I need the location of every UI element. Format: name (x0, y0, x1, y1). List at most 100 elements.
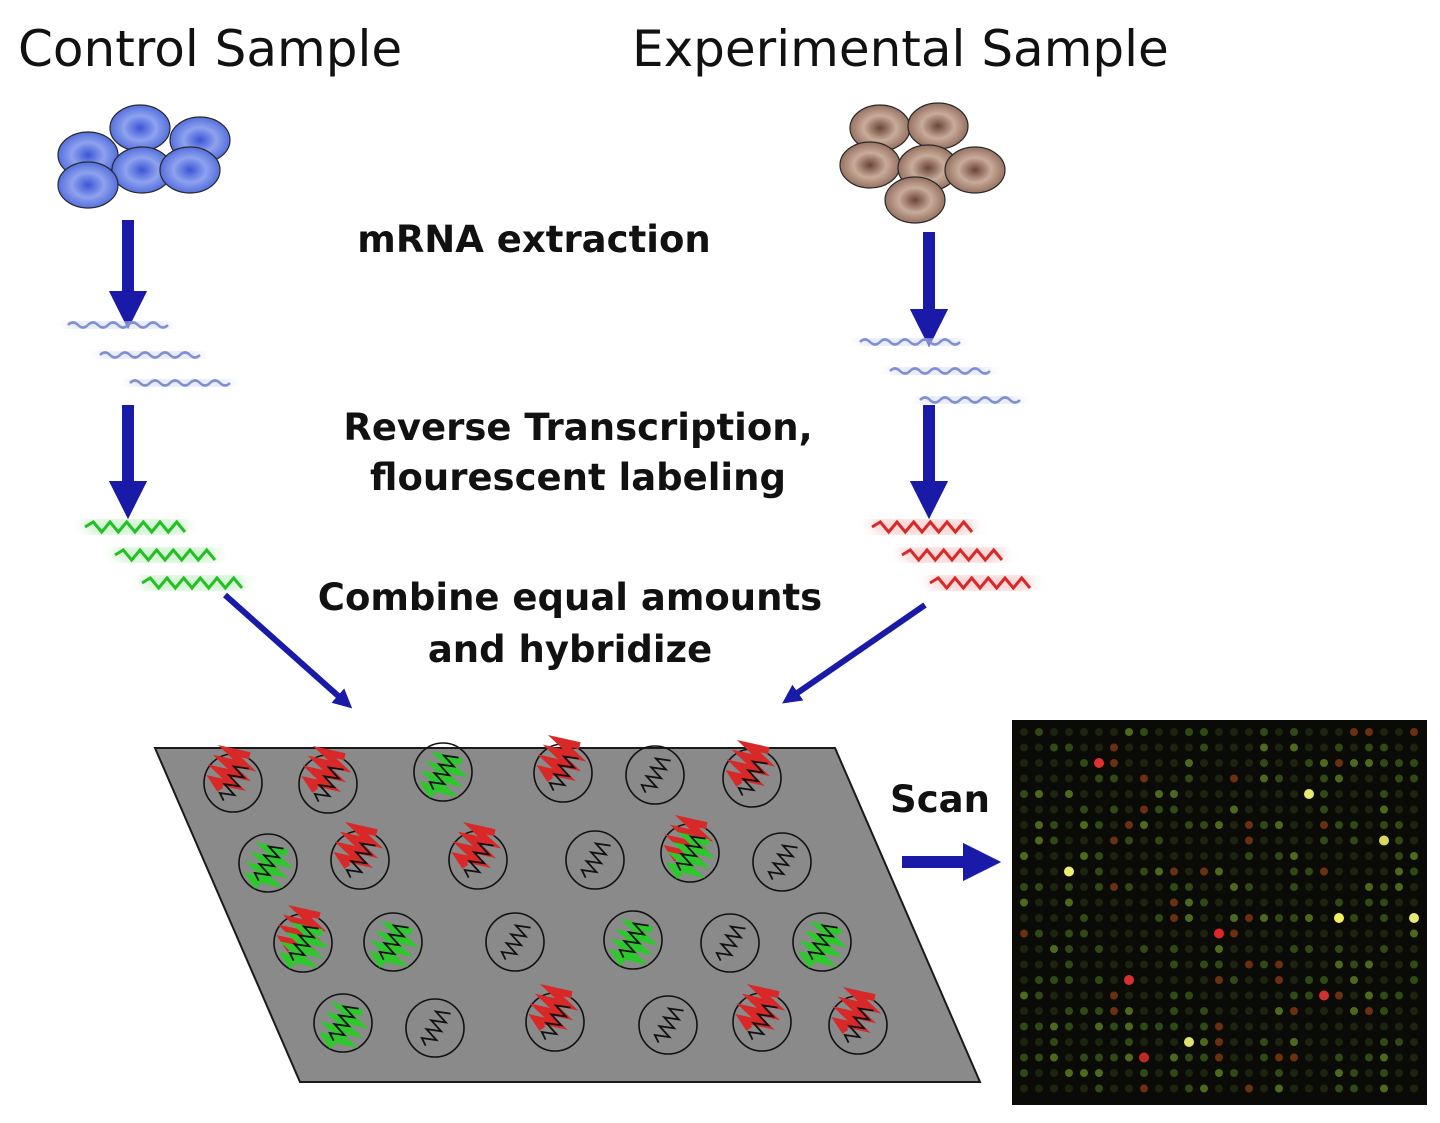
scan-dot (1170, 821, 1178, 829)
scan-dot (1260, 836, 1268, 845)
scan-dot (1215, 991, 1223, 1000)
scan-dot (1170, 945, 1178, 953)
scan-dot (1260, 929, 1268, 938)
scan-dot (1155, 1069, 1163, 1077)
scan-dot (1290, 743, 1298, 752)
blue-cell-cluster-icon (57, 104, 231, 209)
array-spot-13 (363, 912, 423, 972)
scan-dot (1275, 852, 1283, 860)
scan-dot (1350, 883, 1358, 891)
scan-dot (1275, 774, 1283, 783)
scan-dot (1020, 1038, 1028, 1046)
scan-dot (1125, 1038, 1133, 1046)
scan-dot (1170, 759, 1178, 767)
scan-dot (1230, 790, 1238, 798)
scan-dot (1245, 867, 1253, 876)
scan-dot (1125, 1084, 1133, 1093)
scan-dot (1110, 728, 1118, 736)
scan-dot (1035, 1022, 1043, 1031)
scan-dot (1335, 1084, 1343, 1093)
scan-dot (1155, 743, 1163, 752)
scan-dot (1185, 821, 1193, 829)
scan-dot (1140, 867, 1148, 876)
scan-dot (1395, 774, 1403, 783)
scan-dot (1260, 898, 1268, 907)
scan-dot (1365, 774, 1373, 783)
scan-dot (1260, 774, 1268, 783)
scan-dot (1065, 1007, 1073, 1015)
scan-dot (1140, 883, 1148, 891)
scan-dot (1215, 898, 1223, 907)
scan-dot (1380, 898, 1388, 907)
scan-dot (1035, 836, 1043, 845)
scan-dot (1350, 1084, 1358, 1093)
labeled-strand-2 (141, 575, 244, 591)
array-spot-14 (485, 912, 545, 972)
scan-dot (1245, 1069, 1253, 1077)
scan-dot (1395, 1069, 1403, 1077)
array-spot-3 (533, 734, 593, 803)
scan-dot (1410, 991, 1418, 1000)
scan-dot (1080, 960, 1088, 969)
scan-dot (1200, 728, 1208, 736)
scan-dot (1020, 945, 1028, 953)
scan-dot (1230, 867, 1238, 876)
scan-dot (1095, 883, 1103, 891)
scan-dot (1110, 945, 1118, 953)
scan-dot (1185, 774, 1193, 783)
scan-dot (1110, 774, 1118, 783)
scan-dot (1215, 976, 1223, 984)
scan-dot (1050, 852, 1058, 860)
scan-dot (1365, 1007, 1373, 1015)
scan-dot (1155, 960, 1163, 969)
scan-dot (1410, 1038, 1418, 1046)
scan-dot (1185, 991, 1193, 1000)
scan-dot (1184, 1037, 1194, 1047)
scan-dot (1124, 975, 1134, 985)
scan-dot (1065, 836, 1073, 845)
scan-dot (1125, 1069, 1133, 1077)
scan-dot (1380, 1069, 1388, 1077)
scan-dot (1170, 1038, 1178, 1046)
mrna-strand-0 (67, 321, 169, 329)
scan-dot (1230, 883, 1238, 891)
scan-dot (1290, 821, 1298, 829)
scan-dot (1095, 774, 1103, 783)
array-spot-8 (448, 821, 508, 890)
scan-dot (1365, 914, 1373, 922)
scan-dot (1200, 960, 1208, 969)
scan-dot (1110, 1053, 1118, 1062)
scan-dot (1185, 1007, 1193, 1015)
scan-dot (1065, 805, 1073, 814)
hybridize-arrow-experimental (782, 602, 927, 704)
scan-dot (1185, 976, 1193, 984)
scan-dot (1290, 774, 1298, 783)
scan-dot (1230, 805, 1238, 814)
scan-dot (1305, 929, 1313, 938)
scan-dot (1365, 1053, 1373, 1062)
scan-dot (1245, 728, 1253, 736)
scan-dot (1365, 790, 1373, 798)
scan-dot (1320, 1069, 1328, 1077)
scan-dot (1350, 805, 1358, 814)
scan-dot (1320, 728, 1328, 736)
array-spot-18 (313, 993, 373, 1053)
scan-dot (1125, 759, 1133, 767)
scan-dot (1035, 1038, 1043, 1046)
array-spot-7 (330, 821, 390, 890)
scan-dot (1395, 914, 1403, 922)
scan-dot (1335, 852, 1343, 860)
scan-dot (1020, 976, 1028, 984)
scan-dot (1380, 852, 1388, 860)
scan-dot (1275, 821, 1283, 829)
scan-dot (1395, 960, 1403, 969)
array-spot-1 (298, 745, 358, 814)
scan-dot (1230, 1053, 1238, 1062)
scan-dot (1125, 960, 1133, 969)
scan-dot (1170, 1053, 1178, 1062)
scan-dot (1140, 1084, 1148, 1093)
scan-dot (1230, 852, 1238, 860)
array-spot-16 (700, 913, 760, 973)
scan-dot (1080, 743, 1088, 752)
